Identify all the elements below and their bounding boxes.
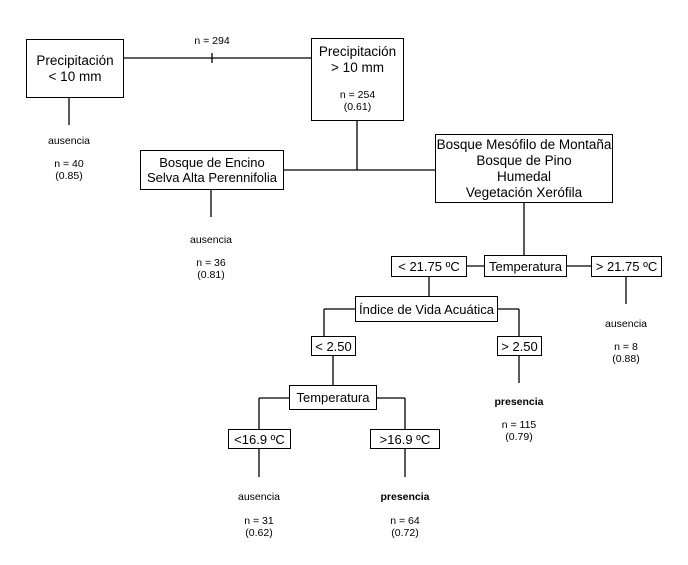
node-temp-gt-21-75: > 21.75 ºC <box>591 256 662 277</box>
node-line: < 10 mm <box>48 68 102 84</box>
node-line: Bosque de Pino <box>476 152 572 168</box>
node-precipitacion-high: Precipitación > 10 mm n = 254 (0.61) <box>311 38 404 121</box>
node-line: Selva Alta Perennifolia <box>146 170 278 185</box>
node-temp-lt-16-9: <16.9 ºC <box>228 429 291 449</box>
node-line: Precipitación <box>36 52 114 68</box>
node-iva-lt-2-50: < 2.50 <box>311 336 356 356</box>
node-temp-lt-21-75: < 21.75 ºC <box>391 256 467 277</box>
leaf-label: presencia <box>494 396 544 408</box>
node-indice-vida-acuatica: Índice de Vida Acuática <box>355 296 498 322</box>
leaf-probability: (0.79) <box>505 431 533 443</box>
leaf-probability: (0.85) <box>55 170 83 182</box>
node-line: Bosque de Encino <box>159 155 265 170</box>
node-line: Precipitación <box>318 44 397 59</box>
node-line: > 10 mm <box>331 60 384 75</box>
node-temperatura-1: Temperatura <box>484 255 567 277</box>
leaf-sample-size: n = 8 <box>614 341 638 353</box>
leaf-label: ausencia <box>47 135 91 147</box>
leaf-sample-size: n = 64 <box>390 515 420 527</box>
node-line: Humedal <box>496 168 552 184</box>
node-bosque-encino: Bosque de Encino Selva Alta Perennifolia <box>140 150 284 190</box>
leaf-probability: (0.62) <box>245 527 273 539</box>
leaf-sample-size: n = 31 <box>244 515 274 527</box>
leaf-probability: (0.88) <box>612 353 640 365</box>
leaf-probability: (0.72) <box>391 527 419 539</box>
node-sample-size: n = 254 <box>339 89 376 101</box>
node-line: Vegetación Xerófila <box>465 184 583 200</box>
leaf-label: ausencia <box>604 318 648 330</box>
leaf-sample-size: n = 115 <box>501 419 537 431</box>
leaf-label: ausencia <box>189 234 233 246</box>
leaf-label: presencia <box>380 491 430 503</box>
leaf-label: ausencia <box>237 491 281 503</box>
node-probability: (0.61) <box>343 101 372 113</box>
node-iva-gt-2-50: > 2.50 <box>497 336 542 356</box>
node-temperatura-2: Temperatura <box>289 385 377 410</box>
node-line: Bosque Mesófilo de Montaña <box>436 136 612 152</box>
leaf-probability: (0.81) <box>197 269 225 281</box>
node-bosque-mesofilo: Bosque Mesófilo de Montaña Bosque de Pin… <box>435 134 613 203</box>
leaf-sample-size: n = 40 <box>54 158 84 170</box>
root-sample-size: n = 294 <box>194 35 230 47</box>
node-temp-gt-16-9: >16.9 ºC <box>370 429 440 449</box>
node-precipitacion-low: Precipitación < 10 mm <box>26 39 124 98</box>
leaf-sample-size: n = 36 <box>196 257 226 269</box>
